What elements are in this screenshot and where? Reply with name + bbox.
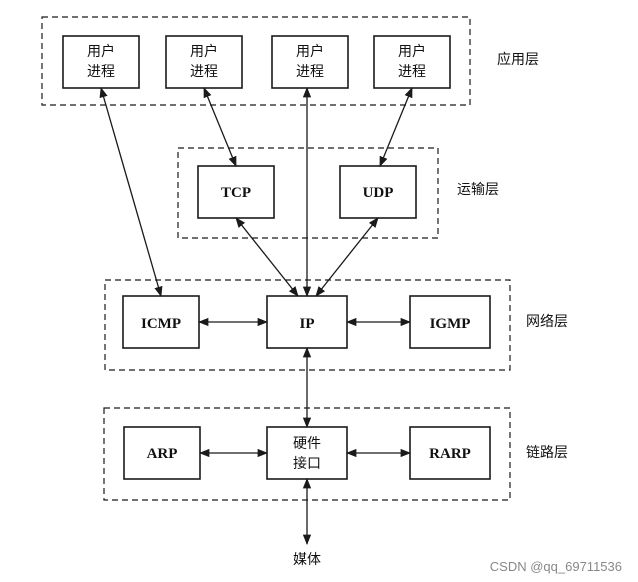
rarp-label: RARP	[429, 446, 471, 462]
user-process-1-line2: 进程	[87, 64, 115, 80]
ip-label: IP	[300, 316, 315, 332]
tcp-label: TCP	[221, 185, 251, 201]
application-layer-frame	[41, 16, 471, 106]
link-layer-label: 链路层	[526, 445, 568, 461]
user-process-2-line2: 进程	[190, 64, 218, 80]
udp-label: UDP	[363, 185, 394, 201]
user-process-2-line1: 用户	[190, 43, 218, 60]
user-process-box-2	[165, 35, 243, 89]
igmp-label: IGMP	[430, 316, 471, 332]
application-layer-label: 应用层	[497, 51, 539, 68]
network-layer-label: 网络层	[526, 314, 568, 330]
user-process-4-line2: 进程	[398, 64, 426, 80]
icmp-label: ICMP	[141, 316, 181, 332]
arrow-process1-icmp	[99, 87, 163, 297]
igmp-box	[409, 295, 491, 349]
transport-layer-label: 运输层	[457, 182, 499, 198]
arrow-process4-udp	[379, 87, 413, 167]
rarp-box	[409, 426, 491, 480]
hardware-interface-line2: 接口	[293, 455, 321, 472]
arrow-udp-ip	[315, 217, 379, 297]
hardware-interface-line1: 硬件	[293, 436, 321, 452]
user-process-3-line1: 用户	[296, 43, 324, 60]
user-process-3-line2: 进程	[296, 64, 324, 80]
user-process-4-line1: 用户	[398, 43, 426, 60]
user-process-box-1	[62, 35, 140, 89]
watermark-text: CSDN @qq_69711536	[490, 559, 622, 574]
icmp-box	[122, 295, 200, 349]
user-process-1-line1: 用户	[87, 43, 115, 60]
arrow-process2-tcp	[203, 87, 237, 167]
media-label: 媒体	[293, 552, 321, 568]
arp-label: ARP	[147, 446, 178, 462]
arp-box	[123, 426, 201, 480]
arrow-tcp-ip	[235, 217, 299, 297]
